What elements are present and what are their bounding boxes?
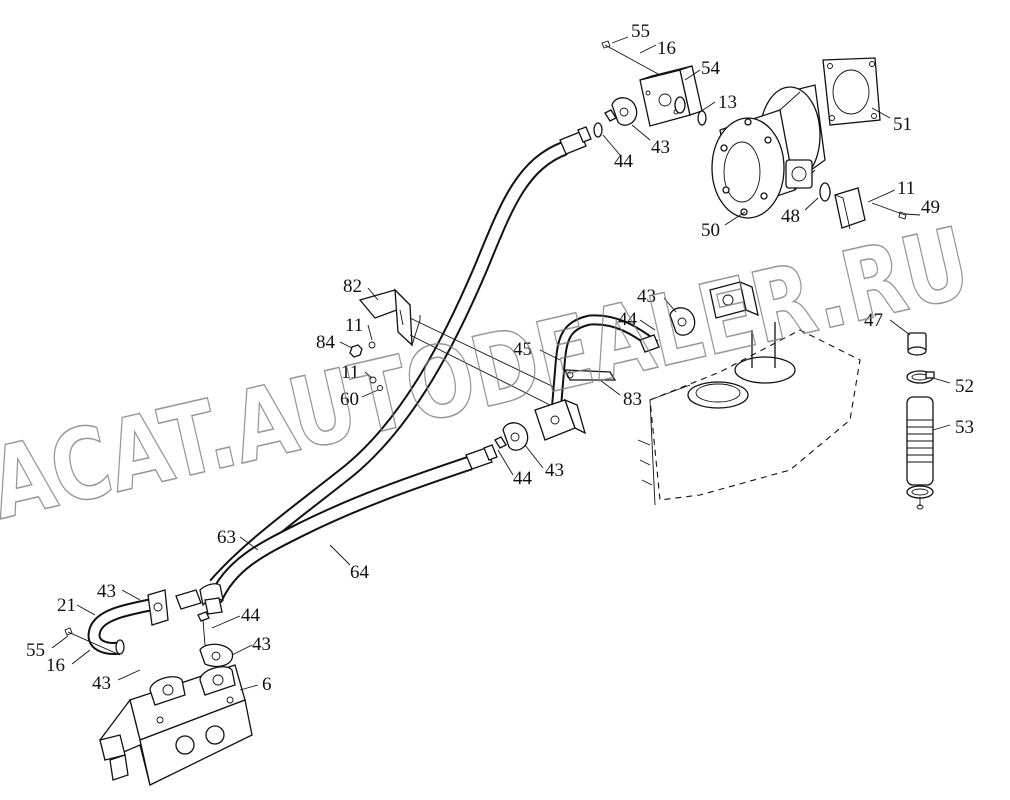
callout-44-bot: 44 (241, 605, 261, 626)
callout-6: 6 (262, 674, 272, 695)
callout-84: 84 (316, 332, 336, 353)
bolt-49 (871, 202, 907, 220)
callout-45: 45 (513, 339, 532, 360)
callout-55-left: 55 (26, 640, 45, 661)
elbow-tube-21 (87, 598, 152, 655)
callout-47: 47 (864, 310, 883, 331)
callout-11-b: 11 (341, 362, 359, 383)
callout-21: 21 (57, 595, 76, 616)
callout-55-top: 55 (631, 21, 650, 42)
seal-44-top (593, 122, 603, 138)
fitting-block-54 (639, 65, 703, 127)
flange-43-left (147, 589, 169, 626)
callout-13: 13 (718, 92, 737, 113)
bolt-55-left (64, 627, 121, 656)
callout-63: 63 (217, 527, 236, 548)
hose-ends-bottom (175, 583, 224, 615)
control-valve-6 (99, 664, 253, 786)
seal-48 (819, 182, 831, 202)
callout-44-low: 44 (513, 468, 533, 489)
bolt-60 (377, 385, 383, 391)
callout-43-low: 43 (545, 460, 564, 481)
callout-44-top: 44 (614, 151, 634, 172)
clamp-half-43-low (494, 422, 529, 451)
clamp-half-43-bot (199, 643, 234, 668)
hose-clamp-52 (906, 370, 935, 384)
tank-fitting-block (709, 280, 759, 319)
callout-labels: 55 16 54 13 51 43 44 50 48 11 49 82 43 4… (26, 21, 974, 695)
callout-82: 82 (343, 276, 362, 297)
callout-50: 50 (701, 220, 720, 241)
clamp-half-44-bot (197, 611, 210, 646)
flange-block-right (834, 187, 866, 230)
hydraulic-pump-50 (711, 84, 826, 219)
washer-11-b (369, 376, 377, 384)
callout-83: 83 (623, 389, 642, 410)
hydraulic-tank (637, 322, 861, 506)
hose-63 (209, 126, 592, 590)
callout-16-top: 16 (657, 38, 676, 59)
bracket-82 (358, 288, 561, 411)
callout-53: 53 (955, 417, 974, 438)
seal-13 (697, 110, 707, 126)
callout-54: 54 (701, 58, 721, 79)
gasket-51 (822, 57, 881, 126)
bolt-55-top (601, 40, 661, 76)
callout-51: 51 (893, 114, 912, 135)
callout-60: 60 (340, 389, 359, 410)
callout-64: 64 (350, 562, 370, 583)
clamp-half-43-mid (669, 307, 696, 336)
callout-43-left: 43 (97, 581, 116, 602)
callout-11-a: 11 (345, 315, 363, 336)
washer-11-a (368, 341, 376, 349)
clamp-83 (563, 369, 617, 381)
callout-48: 48 (781, 206, 800, 227)
callout-43-left2: 43 (92, 673, 111, 694)
clamp-half-43-top (604, 97, 638, 126)
hose-64 (208, 444, 498, 604)
callout-16-left: 16 (46, 655, 65, 676)
callout-43-bot: 43 (252, 634, 271, 655)
suction-flex-hose-53 (906, 396, 934, 510)
callout-52: 52 (955, 376, 974, 397)
callout-11-right: 11 (897, 178, 915, 199)
nut-84 (349, 344, 363, 358)
callout-44-mid: 44 (618, 309, 638, 330)
leader-lines (51, 36, 951, 691)
callout-43-mid: 43 (637, 286, 656, 307)
callout-43-top: 43 (651, 137, 670, 158)
suction-hose-47 (803, 199, 927, 356)
block-mid (534, 398, 587, 441)
pipe-45 (549, 314, 660, 426)
callout-49: 49 (921, 197, 940, 218)
